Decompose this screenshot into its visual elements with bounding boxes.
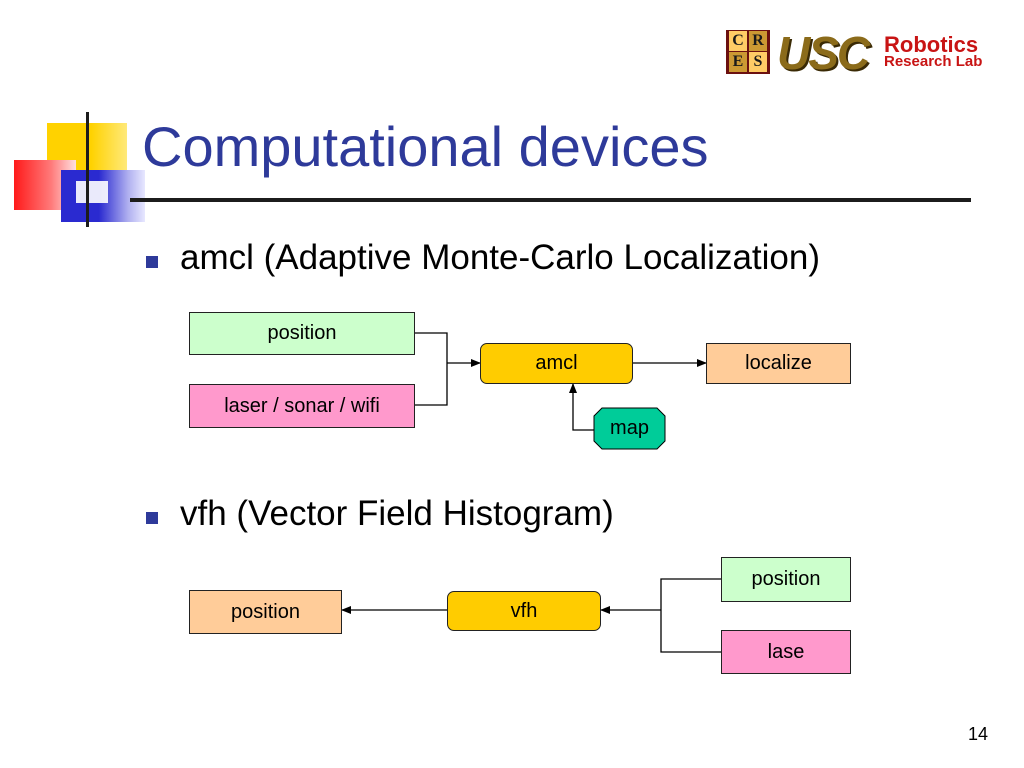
vfh-input-position: position — [721, 557, 851, 602]
logo-letter-c: C — [729, 31, 747, 51]
logo-letter-s: S — [749, 52, 767, 72]
page-number: 14 — [968, 724, 989, 744]
amcl-input-sensors: laser / sonar / wifi — [189, 384, 415, 428]
bullet-marker-1 — [146, 256, 158, 268]
map-node-shape — [593, 407, 666, 450]
logo-usc-text: USC — [777, 27, 870, 79]
arrow-map-to-amcl — [569, 383, 595, 431]
bullet-marker-2 — [146, 512, 158, 524]
logo-research-lab-text: Research Lab — [884, 53, 983, 70]
slide-title: Computational devices — [142, 115, 709, 178]
connector-laser-to-vfh — [660, 610, 721, 653]
connector-sensors-to-amcl — [415, 363, 448, 406]
amcl-node: amcl — [480, 343, 633, 384]
amcl-output-localize: localize — [706, 343, 851, 384]
vfh-output-position: position — [189, 590, 342, 634]
connector-position-to-vfh — [660, 578, 721, 610]
amcl-input-position: position — [189, 312, 415, 355]
connector-position-to-amcl — [415, 332, 448, 363]
vfh-node: vfh — [447, 591, 601, 631]
decor-vertical-line — [86, 112, 89, 227]
decor-white-square — [76, 181, 108, 203]
bullet-amcl: amcl (Adaptive Monte-Carlo Localization) — [180, 238, 820, 277]
title-underline — [130, 198, 971, 202]
vfh-input-laser: lase — [721, 630, 851, 674]
logo-letter-e: E — [729, 52, 747, 72]
logo-robotics-text: Robotics — [884, 32, 979, 57]
map-node-label: map — [610, 417, 649, 439]
bullet-vfh: vfh (Vector Field Histogram) — [180, 494, 614, 533]
logo-letter-r: R — [749, 31, 767, 51]
